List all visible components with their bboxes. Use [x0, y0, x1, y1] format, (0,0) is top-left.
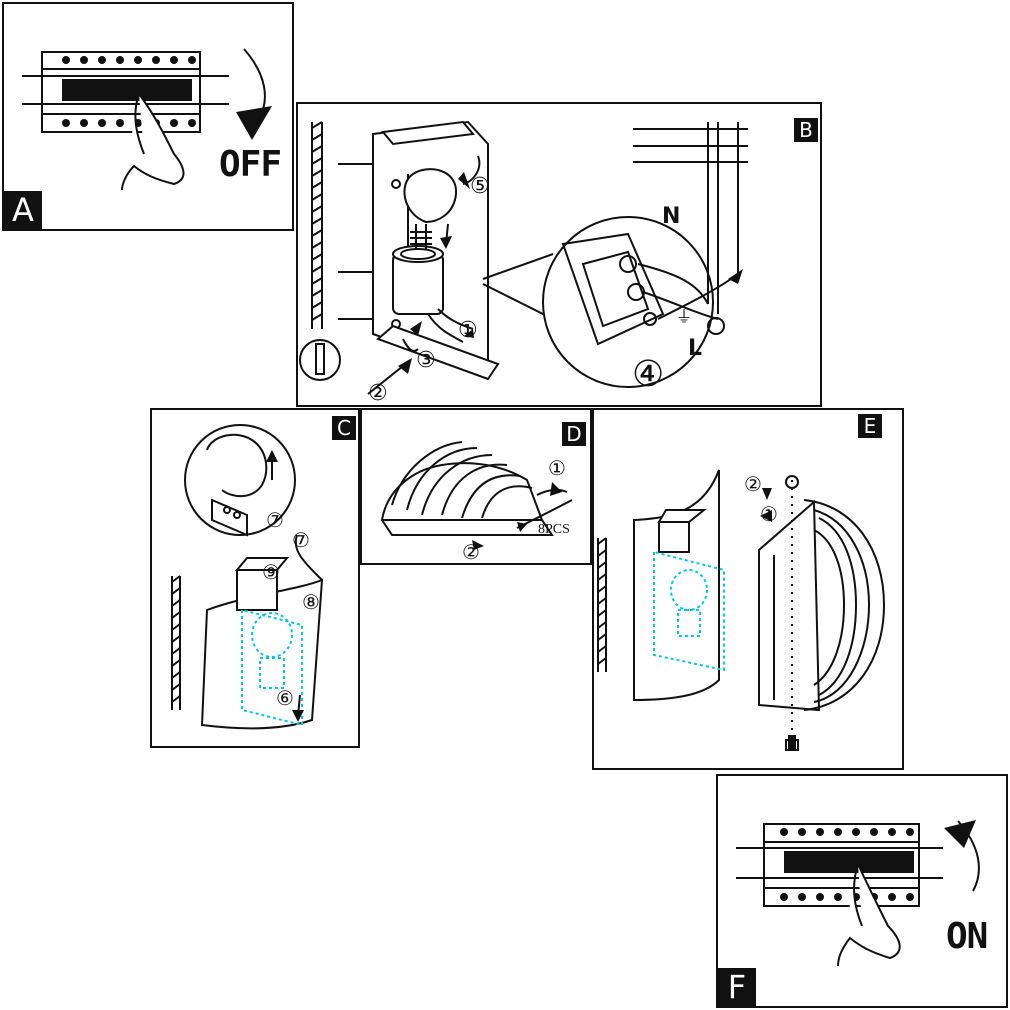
- breaker-on-illustration: [736, 820, 980, 967]
- step-5-label: ⑤: [470, 174, 490, 199]
- step-6-label: ⑥: [276, 686, 294, 710]
- panel-d: D ① ② 8PCS: [360, 408, 592, 565]
- panel-tag-e: E: [858, 414, 882, 438]
- off-label: OFF: [219, 144, 282, 185]
- step-3-label: ③: [416, 348, 436, 373]
- step-8-label: ⑧: [302, 590, 320, 614]
- step-1-label: ①: [548, 456, 566, 480]
- shade-fitting-illustration: [171, 424, 324, 730]
- step-2-label: ②: [744, 472, 762, 496]
- neutral-wire-label: N: [662, 204, 681, 229]
- panel-c: C ⑥ ⑦ ⑦ ⑧ ⑨: [150, 408, 360, 748]
- panel-tag-d: D: [562, 422, 586, 446]
- svg-text:⏚: ⏚: [676, 308, 692, 326]
- step-1-label: ①: [760, 502, 778, 526]
- panel-tag-b: B: [794, 118, 818, 142]
- panel-tag-a: A: [4, 191, 42, 229]
- step-2-label: ②: [368, 381, 388, 406]
- panel-tag-c: C: [332, 416, 356, 440]
- step-4-label: ④: [632, 354, 665, 395]
- step-7-label-b: ⑦: [292, 528, 310, 552]
- panel-a: OFF A: [2, 2, 294, 231]
- step-9-label: ⑨: [262, 560, 280, 584]
- step-1-label: ①: [458, 318, 478, 343]
- live-wire-label: L: [688, 336, 703, 361]
- on-label: ON: [946, 916, 988, 957]
- panel-tag-f: F: [718, 968, 756, 1006]
- louvre-attach-illustration: [597, 469, 886, 751]
- breaker-off-illustration: [22, 48, 272, 191]
- step-2-label: ②: [462, 540, 480, 564]
- louvre-assembly-illustration: [380, 441, 573, 550]
- wiring-illustration: ⏚: [299, 120, 748, 395]
- panel-f: ON F: [716, 774, 1008, 1008]
- panel-e: E ① ②: [592, 408, 904, 770]
- quantity-label: 8PCS: [538, 522, 570, 537]
- step-7-label-a: ⑦: [266, 508, 284, 532]
- panel-b: ⏚ B N L ① ② ③ ④ ⑤: [296, 102, 822, 407]
